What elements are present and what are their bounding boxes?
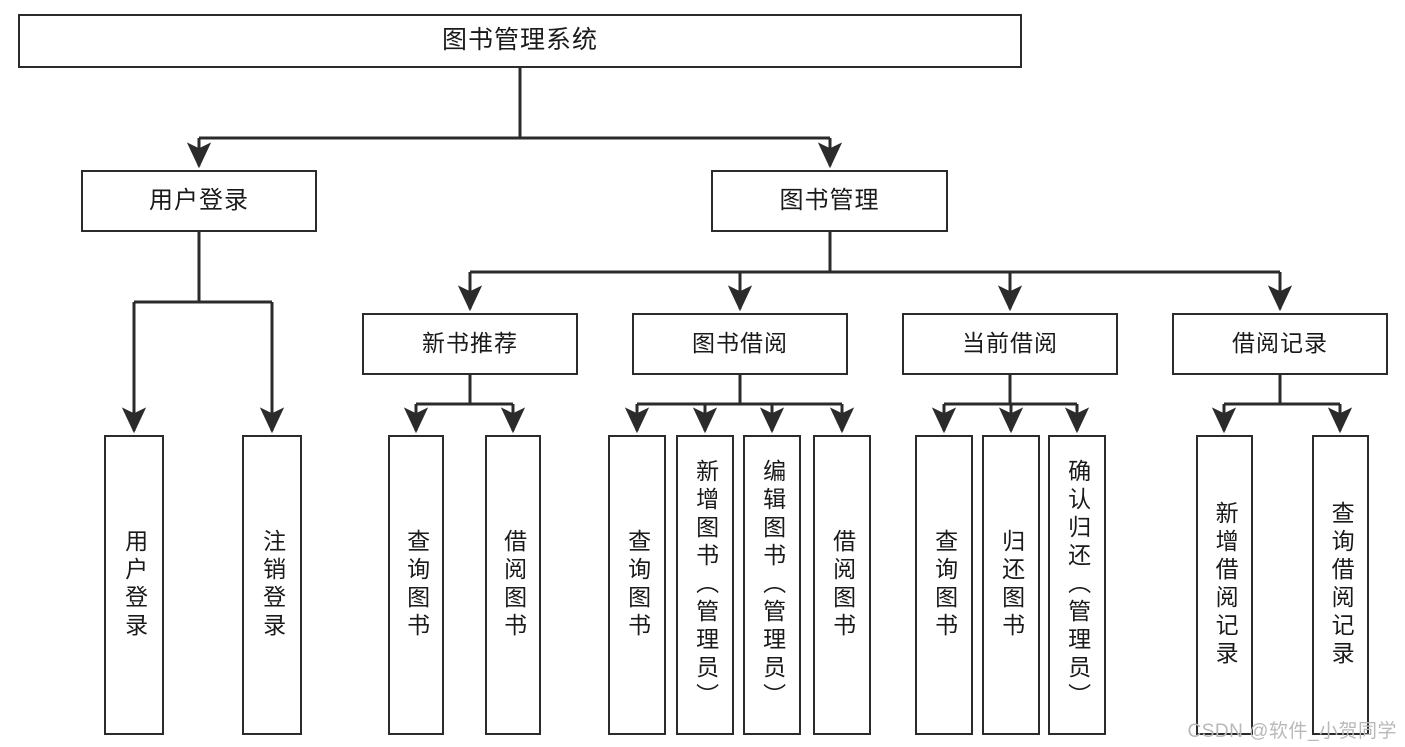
- node-new-book-recommend[interactable]: 新书推荐: [362, 313, 578, 375]
- node-leaf-borrow-book[interactable]: 借阅图书: [813, 435, 871, 735]
- node-book-management[interactable]: 图书管理: [711, 170, 948, 232]
- node-leaf-edit-book-admin[interactable]: 编辑图书（管理员）: [743, 435, 801, 735]
- node-label: 借阅图书: [500, 529, 527, 641]
- node-label: 新增图书（管理员）: [692, 459, 719, 711]
- node-label: 图书管理系统: [441, 26, 598, 55]
- node-label: 新书推荐: [422, 330, 518, 357]
- node-leaf-logout[interactable]: 注销登录: [242, 435, 302, 735]
- node-leaf-query-borrow-record[interactable]: 查询借阅记录: [1312, 435, 1369, 735]
- node-book-borrow[interactable]: 图书借阅: [632, 313, 848, 375]
- node-label: 查询图书: [403, 529, 430, 641]
- node-label: 查询图书: [931, 529, 958, 641]
- node-leaf-confirm-return-admin[interactable]: 确认归还（管理员）: [1048, 435, 1106, 735]
- node-label: 借阅记录: [1232, 330, 1328, 357]
- node-root-book-management-system[interactable]: 图书管理系统: [18, 14, 1022, 68]
- node-borrow-record[interactable]: 借阅记录: [1172, 313, 1388, 375]
- node-label: 编辑图书（管理员）: [759, 459, 786, 711]
- node-current-borrow[interactable]: 当前借阅: [902, 313, 1118, 375]
- node-label: 新增借阅记录: [1212, 501, 1239, 669]
- node-label: 归还图书: [998, 529, 1025, 641]
- node-label: 图书管理: [779, 186, 880, 214]
- node-label: 图书借阅: [692, 330, 788, 357]
- node-user-login[interactable]: 用户登录: [81, 170, 317, 232]
- node-label: 注销登录: [259, 529, 286, 641]
- node-leaf-query-book-recommend[interactable]: 查询图书: [388, 435, 444, 735]
- node-label: 借阅图书: [829, 529, 856, 641]
- node-label: 查询借阅记录: [1328, 501, 1355, 669]
- node-leaf-query-book-borrow[interactable]: 查询图书: [608, 435, 666, 735]
- node-label: 当前借阅: [962, 330, 1058, 357]
- node-leaf-return-book[interactable]: 归还图书: [982, 435, 1040, 735]
- watermark-text: CSDN @软件_小贺同学: [1187, 721, 1397, 742]
- node-label: 用户登录: [149, 186, 249, 214]
- node-leaf-user-login[interactable]: 用户登录: [104, 435, 164, 735]
- node-label: 查询图书: [624, 529, 651, 641]
- node-leaf-add-borrow-record[interactable]: 新增借阅记录: [1196, 435, 1253, 735]
- node-leaf-add-book-admin[interactable]: 新增图书（管理员）: [676, 435, 734, 735]
- node-leaf-query-book-current[interactable]: 查询图书: [915, 435, 973, 735]
- node-label: 用户登录: [121, 529, 148, 641]
- node-label: 确认归还（管理员）: [1064, 459, 1091, 711]
- node-leaf-borrow-book-recommend[interactable]: 借阅图书: [485, 435, 541, 735]
